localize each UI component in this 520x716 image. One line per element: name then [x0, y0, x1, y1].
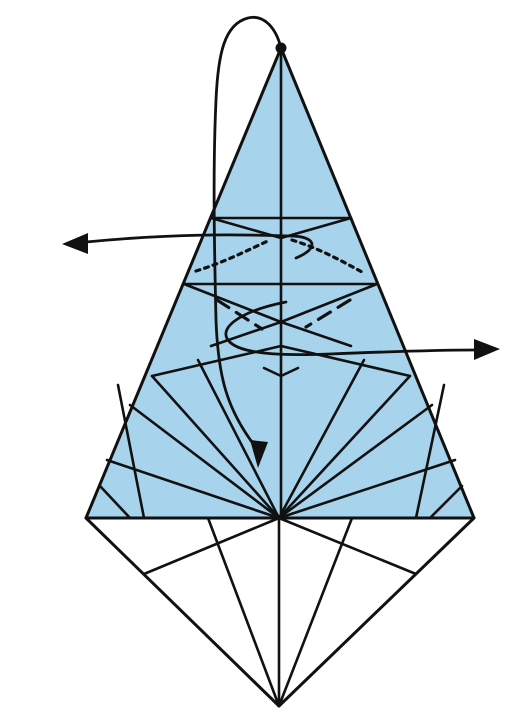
- open-out-arrowhead-left: [62, 233, 88, 254]
- crease-mid-right-diag: [279, 282, 379, 324]
- fold-indicators: [194, 238, 364, 331]
- valley-fold-left: [215, 298, 264, 331]
- crease-y-left: [262, 366, 283, 378]
- upper-creases: [150, 46, 412, 520]
- open-out-arrow-right: [224, 300, 476, 357]
- crease-lower-right-diag: [279, 344, 412, 378]
- valley-fold-right: [304, 298, 352, 329]
- crease-y-right: [279, 366, 300, 378]
- open-out-arrow-left: [84, 233, 314, 260]
- mountain-fold-left: [194, 238, 272, 273]
- crease-v-right: [279, 320, 353, 348]
- open-out-arrowhead-right: [474, 339, 500, 360]
- crease-mid-left-diag: [182, 282, 283, 324]
- lower-white-section: [84, 516, 476, 708]
- mountain-fold-right: [290, 238, 364, 274]
- fold-down-arrowhead: [250, 440, 268, 468]
- crease-v-left: [209, 320, 283, 348]
- reference-point-dot: [275, 42, 287, 54]
- fold-down-arrow: [212, 15, 283, 452]
- fan-creases: [98, 358, 464, 520]
